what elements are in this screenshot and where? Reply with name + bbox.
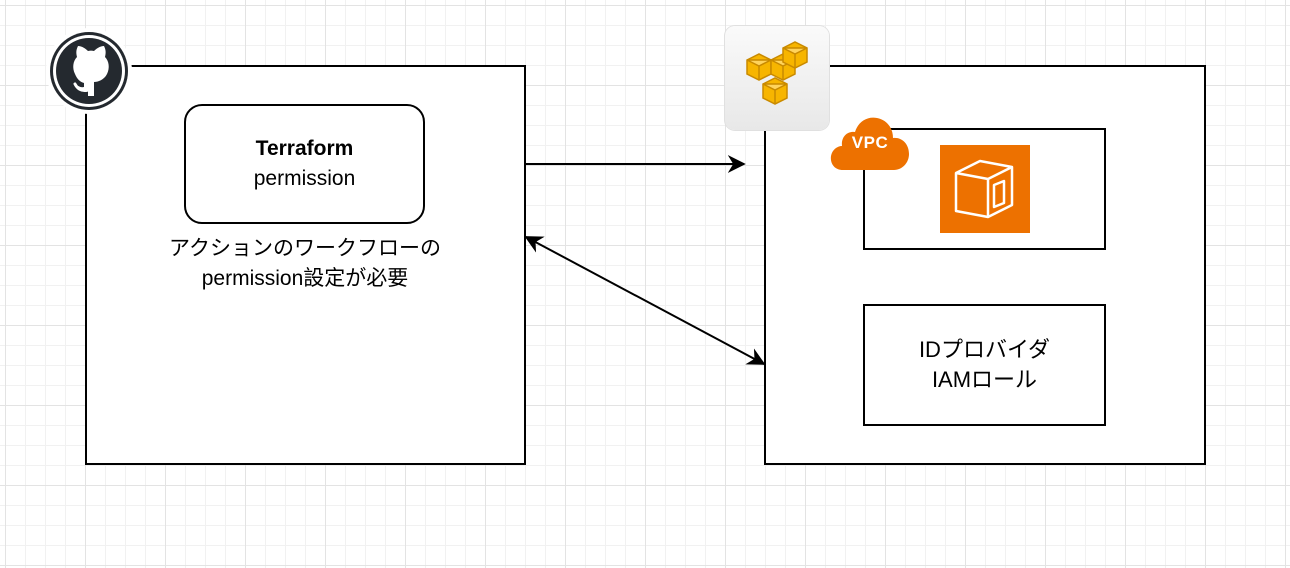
terraform-permission-node[interactable]: Terraform permission bbox=[184, 104, 425, 224]
compute-instance-icon[interactable] bbox=[940, 145, 1030, 233]
identity-provider-label: IDプロバイダ bbox=[918, 337, 1051, 362]
terraform-subtitle: permission bbox=[253, 167, 356, 190]
aws-cloud-icon bbox=[725, 26, 829, 130]
terraform-title: Terraform bbox=[255, 137, 354, 160]
vpc-label: VPC bbox=[851, 133, 889, 152]
workflow-permission-note: アクションのワークフローの permission設定が必要 bbox=[110, 234, 500, 294]
identity-provider-node[interactable]: IDプロバイダ IAMロール bbox=[863, 304, 1106, 426]
iam-role-label: IAMロール bbox=[931, 367, 1038, 392]
workflow-note-line2: permission設定が必要 bbox=[201, 267, 409, 290]
auth-bidirectional-arrow bbox=[524, 236, 766, 365]
github-octocat-icon bbox=[44, 26, 134, 116]
workflow-note-line1: アクションのワークフローの bbox=[169, 237, 441, 260]
vpc-cloud-badge-icon bbox=[829, 106, 911, 174]
